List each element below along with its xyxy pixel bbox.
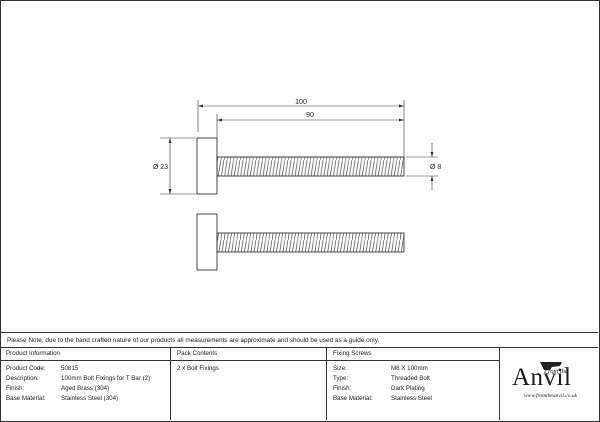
- pack-item: 2 x Bolt Fixings: [177, 365, 219, 372]
- section-heading: Product Information: [0, 348, 170, 361]
- row-value: Threaded Bolt: [391, 375, 430, 382]
- info-row: Finish: Aged Brass (304): [6, 384, 170, 394]
- dimension-overall-length: 100: [197, 99, 405, 157]
- disclaimer-note: Please Note, due to the hand crafted nat…: [0, 332, 598, 348]
- row-value: Stainless Steel: [391, 395, 432, 402]
- row-value: 100mm Bolt Fixings for T Bar (2): [61, 375, 151, 382]
- info-row: Description: 100mm Bolt Fixings for T Ba…: [6, 374, 170, 384]
- logo-from-text: From the: [544, 368, 568, 375]
- bolt-thread: [216, 232, 405, 253]
- thread-length-label: 90: [306, 112, 314, 119]
- row-label: Finish:: [6, 385, 25, 392]
- bolt-head: [196, 213, 218, 271]
- row-value: Aged Brass (304): [61, 385, 110, 392]
- info-row: Base Material: Stainless Steel (304): [6, 394, 170, 404]
- product-information-section: Product Information Product Code: 50815 …: [0, 348, 171, 420]
- section-heading: Fixing Screws: [327, 348, 499, 361]
- fixing-screws-section: Fixing Screws Size: M8 X 100mm Type: Thr…: [327, 348, 500, 420]
- row-value: M8 X 100mm: [391, 365, 428, 372]
- anvil-icon: [540, 362, 562, 370]
- info-row: Base Material: Stainless Steel: [333, 394, 499, 404]
- dimension-head-diameter: Ø 23: [153, 137, 196, 195]
- section-heading: Pack Contents: [171, 348, 326, 361]
- technical-drawing: 100 90 Ø 23 Ø 8: [153, 99, 441, 271]
- row-label: Description:: [6, 375, 39, 382]
- row-value: Stainless Steel (304): [61, 395, 119, 402]
- pack-contents-section: Pack Contents 2 x Bolt Fixings: [171, 348, 327, 420]
- row-value: Dark Plating: [391, 385, 425, 392]
- row-label: Product Code:: [6, 365, 46, 372]
- row-value: 50815: [61, 365, 79, 372]
- logo-url-text: www.fromtheanvil.co.uk: [524, 393, 578, 399]
- row-label: Base Material:: [333, 395, 373, 402]
- row-label: Finish:: [333, 385, 352, 392]
- thread-diameter-label: Ø 8: [430, 164, 441, 171]
- info-table: Product Information Product Code: 50815 …: [0, 348, 598, 420]
- info-row: Product Code: 50815: [6, 364, 170, 374]
- dimension-thread-length: 90: [216, 112, 404, 150]
- bolt-head: [196, 137, 218, 195]
- logo-brand-text: Anvil: [512, 364, 572, 391]
- row-label: Size:: [333, 365, 347, 372]
- info-row: Type: Threaded Bolt: [333, 374, 499, 384]
- bolt-fixing: [196, 137, 405, 195]
- bolt-fixing: [196, 213, 405, 271]
- row-label: Base Material:: [6, 395, 46, 402]
- head-diameter-label: Ø 23: [153, 164, 168, 171]
- info-row: Size: M8 X 100mm: [333, 364, 499, 374]
- row-label: Type:: [333, 375, 349, 382]
- info-row: Finish: Dark Plating: [333, 384, 499, 394]
- bolt-thread: [216, 156, 405, 177]
- brand-logo: From the Anvil www.fromtheanvil.co.uk: [500, 348, 598, 420]
- dimension-thread-diameter: Ø 8: [406, 143, 441, 190]
- overall-length-label: 100: [295, 99, 307, 106]
